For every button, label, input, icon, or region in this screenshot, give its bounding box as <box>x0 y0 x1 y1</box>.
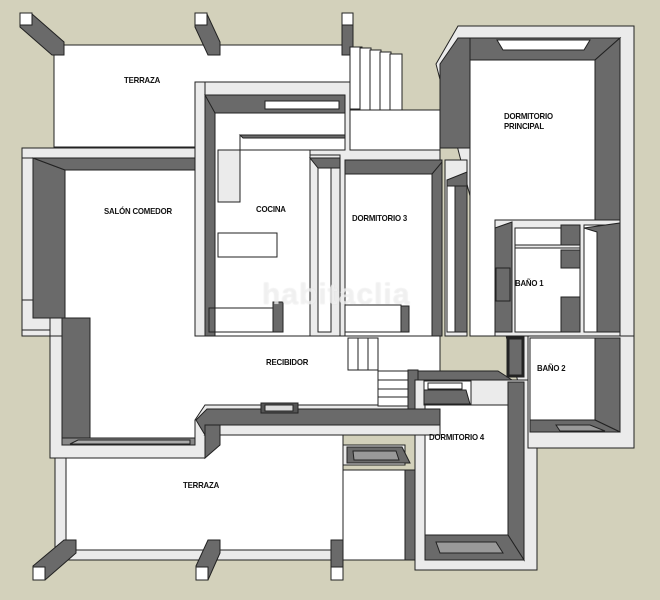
pillar <box>330 539 344 581</box>
north-stairs <box>349 46 403 114</box>
watermark: habitaclia <box>262 278 411 311</box>
room-label-recibidor: RECIBIDOR <box>266 357 309 367</box>
room-label-dormitorio-3: DORMITORIO 3 <box>352 213 407 223</box>
pillar <box>195 539 221 581</box>
pillar <box>32 539 77 581</box>
room-label-cocina: COCINA <box>256 204 286 214</box>
recibidor-stairs <box>347 337 409 407</box>
room-label-line: DORMITORIO <box>504 111 553 121</box>
room-label-bano-1: BAÑO 1 <box>515 278 544 288</box>
pillar <box>19 12 65 56</box>
room-label-dormitorio-principal: DORMITORIO PRINCIPAL <box>504 111 553 131</box>
room-label-terraza-norte: TERRAZA <box>124 75 161 85</box>
pillar <box>341 12 354 56</box>
room-label-line: PRINCIPAL <box>504 121 544 131</box>
room-label-dormitorio-4: DORMITORIO 4 <box>429 432 484 442</box>
room-label-bano-2: BAÑO 2 <box>537 363 566 373</box>
room-label-salon-comedor: SALÓN COMEDOR <box>104 206 172 216</box>
room-label-terraza-sur: TERRAZA <box>183 480 220 490</box>
pillar <box>194 12 221 56</box>
bano-2-floor <box>529 337 596 421</box>
